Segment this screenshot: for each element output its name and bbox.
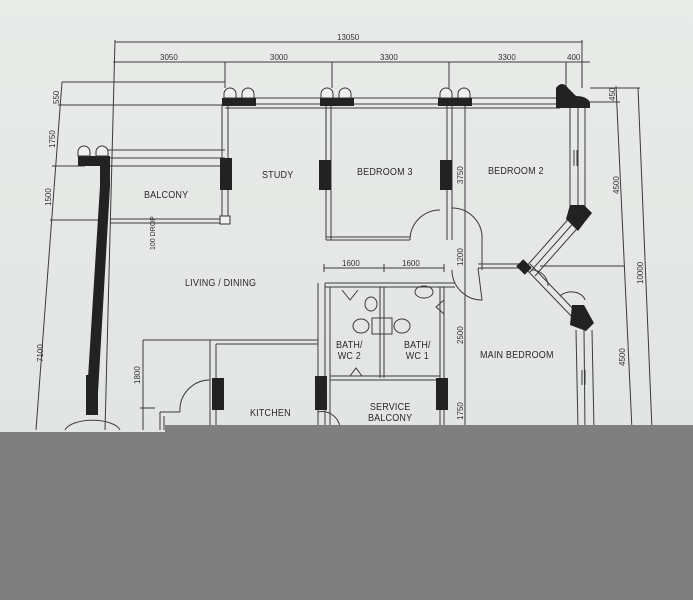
room-label-bath-wc1: BATH/ WC 1	[404, 340, 431, 362]
room-label-main-bedroom: MAIN BEDROOM	[480, 350, 554, 361]
dim-left-7100: 7100	[36, 344, 45, 362]
room-label-service-balcony: SERVICE BALCONY	[368, 402, 412, 424]
room-label-bath-wc2: BATH/ WC 2	[336, 340, 363, 362]
dim-right-450: 450	[608, 87, 617, 101]
room-label-service-balcony-line2: BALCONY	[368, 413, 413, 424]
dim-balcony-drop: 100 DROP	[150, 216, 157, 250]
dim-bed-partition-3750: 3750	[456, 166, 465, 184]
dim-corridor-2500: 2500	[456, 326, 465, 344]
dim-top-seg5: 400	[567, 53, 581, 62]
dim-top-seg4: 3300	[498, 53, 516, 62]
gray-overlay-main	[165, 425, 693, 600]
room-label-bath-wc2-line2: WC 2	[337, 351, 361, 362]
dim-top-seg2: 3000	[270, 53, 288, 62]
dim-top-seg1: 3050	[160, 53, 178, 62]
room-label-bath-wc1-line1: BATH/	[404, 340, 431, 351]
dim-corridor-1200: 1200	[456, 248, 465, 266]
dim-corridor-1750: 1750	[456, 402, 465, 420]
room-label-bedroom-2: BEDROOM 2	[488, 166, 544, 177]
room-label-bedroom-3: BEDROOM 3	[357, 167, 413, 178]
dim-left-1750: 1750	[48, 130, 57, 148]
room-label-service-balcony-line1: SERVICE	[369, 402, 411, 413]
dim-left-1800: 1800	[133, 366, 142, 384]
room-label-balcony: BALCONY	[144, 190, 189, 201]
dim-right-4500-bottom: 4500	[618, 348, 627, 366]
dim-left-550: 550	[52, 90, 61, 104]
room-label-bath-wc1-line2: WC 1	[405, 351, 429, 362]
room-label-living-dining: LIVING / DINING	[185, 278, 257, 289]
dim-right-10000: 10000	[636, 261, 645, 284]
room-label-bath-wc2-line1: BATH/	[336, 340, 363, 351]
dim-left-1500: 1500	[44, 188, 53, 206]
gray-overlay-left	[0, 432, 165, 600]
dim-top-seg3: 3300	[380, 53, 398, 62]
room-label-kitchen: KITCHEN	[250, 408, 291, 419]
dim-bath-width-1: 1600	[342, 259, 360, 268]
dim-right-4500-top: 4500	[612, 176, 621, 194]
dim-top-total: 13050	[337, 33, 360, 42]
dim-bath-width-2: 1600	[402, 259, 420, 268]
room-label-study: STUDY	[262, 170, 294, 181]
